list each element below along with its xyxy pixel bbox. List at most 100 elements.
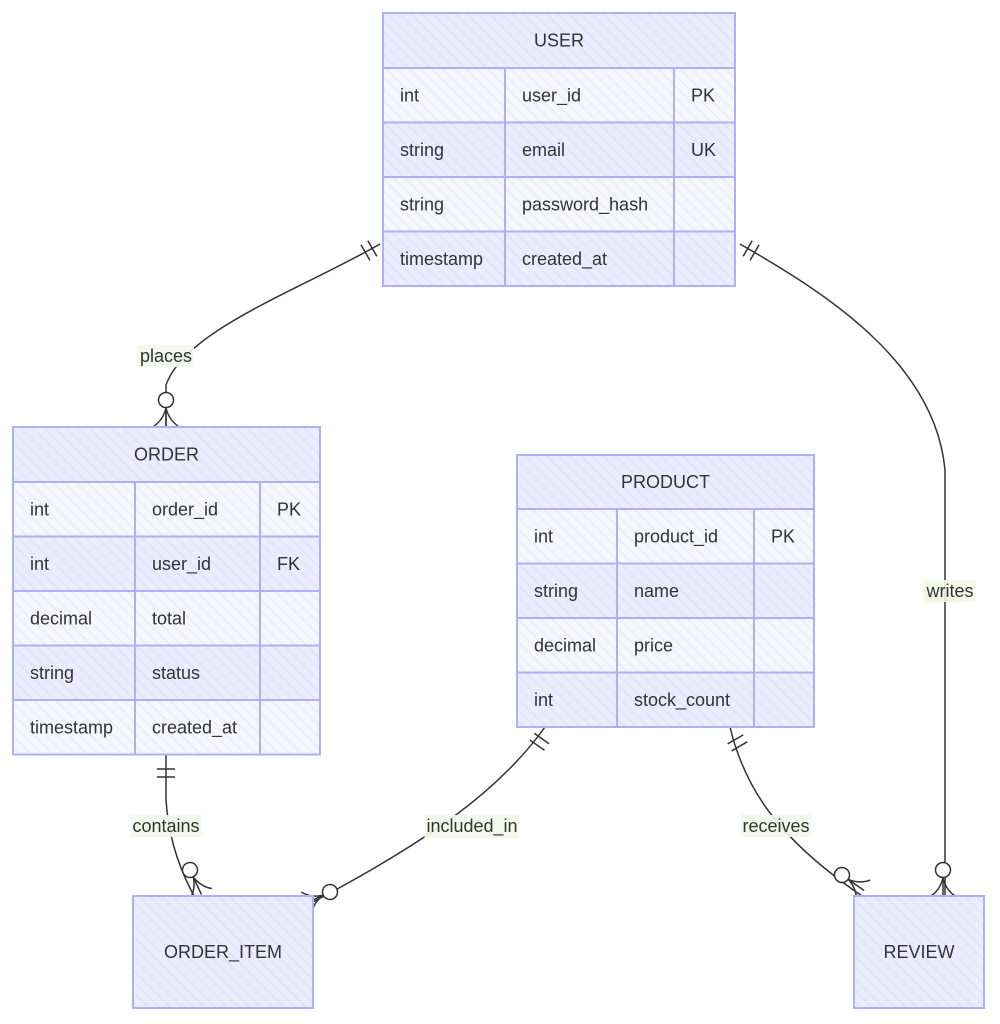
attribute-row: int stock_count (516, 671, 815, 728)
entity-user[interactable]: USER int user_id PK string email UK string passw… (382, 12, 736, 287)
relationship-label-bg (137, 345, 195, 367)
attribute-key: UK (691, 140, 716, 160)
attribute-name: total (152, 608, 186, 628)
attribute-row-bg (12, 535, 321, 592)
relationship-label-bg (740, 815, 812, 837)
relationship-label-bg (424, 815, 520, 838)
attribute-row: decimal total (12, 590, 321, 647)
attribute-row: int user_id FK (12, 535, 321, 592)
entity-review[interactable]: REVIEW (853, 895, 985, 1009)
relationship-label-text: writes (925, 581, 973, 601)
attribute-row-bg (382, 121, 736, 178)
cardinality-zero-or-many (153, 391, 179, 427)
attribute-type: decimal (30, 608, 92, 628)
attribute-row-bg (516, 508, 815, 565)
cardinality-exactly-one (529, 732, 550, 751)
relationship-label: included_in (424, 815, 520, 838)
attribute-type: string (30, 663, 74, 683)
entity-header (516, 454, 815, 510)
entity-header (12, 426, 321, 483)
attribute-key: PK (691, 85, 715, 105)
attribute-row-bg (382, 176, 736, 233)
attribute-row: string name (516, 562, 815, 619)
attribute-type: string (400, 140, 444, 160)
relationship-label-bg (130, 815, 202, 837)
attribute-type: decimal (534, 635, 596, 655)
entity-title: REVIEW (883, 942, 954, 962)
attribute-type: string (400, 194, 444, 214)
attribute-row-bg (382, 230, 736, 287)
relationship-label: receives (740, 815, 812, 837)
entity-title: PRODUCT (621, 472, 710, 492)
attribute-type: int (400, 85, 419, 105)
relationship-label-text: receives (742, 816, 809, 836)
attribute-name: created_at (152, 717, 237, 738)
attribute-name: user_id (152, 554, 211, 575)
attribute-type: timestamp (400, 249, 483, 269)
attribute-type: int (30, 499, 49, 519)
attribute-key: PK (771, 526, 795, 546)
attribute-row: timestamp created_at (382, 230, 736, 287)
relationship-label-bg (923, 580, 976, 602)
attribute-key: FK (277, 554, 300, 574)
entity-title: ORDER (134, 445, 199, 465)
attribute-name: stock_count (634, 690, 730, 711)
relationship-line (739, 243, 946, 896)
attribute-row: timestamp created_at (12, 699, 321, 756)
cardinality-exactly-one (727, 734, 748, 752)
entity-box (132, 895, 314, 1009)
entity-title: USER (534, 31, 584, 51)
cardinality-exactly-one (742, 240, 760, 261)
attribute-name: user_id (522, 85, 581, 106)
relationship-product-item[interactable] (300, 726, 550, 914)
attribute-type: int (30, 554, 49, 574)
cardinality-exactly-one (360, 240, 378, 261)
relationship-user-review[interactable] (739, 240, 956, 897)
attribute-row-bg (516, 617, 815, 674)
attribute-name: password_hash (522, 194, 648, 215)
relationship-line (165, 243, 381, 427)
attribute-row-bg (12, 590, 321, 647)
attribute-row: decimal price (516, 617, 815, 674)
attribute-name: created_at (522, 249, 607, 270)
attribute-row-bg (12, 644, 321, 701)
relationship-line (165, 752, 195, 897)
attribute-row-bg (382, 67, 736, 124)
cardinality-zero-or-many (181, 861, 212, 900)
attribute-type: int (534, 526, 553, 546)
attribute-name: email (522, 140, 565, 160)
attribute-row-bg (12, 481, 321, 538)
attribute-name: price (634, 635, 673, 655)
attribute-type: timestamp (30, 717, 113, 737)
relationship-label-text: places (140, 346, 192, 366)
relationship-line (729, 726, 863, 897)
attribute-row: int product_id PK (516, 508, 815, 565)
attribute-name: product_id (634, 526, 718, 547)
attribute-row: string password_hash (382, 176, 736, 233)
cardinality-zero-or-many (930, 861, 956, 897)
attribute-name: name (634, 581, 679, 601)
relationship-line (312, 726, 546, 903)
relationship-product-review[interactable] (727, 726, 871, 900)
attribute-row-bg (516, 671, 815, 728)
entity-order-item[interactable]: ORDER_ITEM (132, 895, 314, 1009)
attribute-name: status (152, 663, 200, 683)
cardinality-zero-or-many (300, 883, 339, 914)
attribute-type: string (534, 581, 578, 601)
relationship-label: contains (130, 815, 202, 837)
attribute-row: int user_id PK (382, 67, 736, 124)
relationship-label: writes (923, 580, 976, 602)
attribute-key: PK (277, 499, 301, 519)
entity-title: ORDER_ITEM (164, 942, 282, 963)
relationship-label-text: included_in (426, 816, 517, 837)
relationship-user-order[interactable] (153, 240, 381, 427)
relationship-label: places (137, 345, 195, 367)
attribute-type: int (534, 690, 553, 710)
entity-box (853, 895, 985, 1009)
relationship-label-text: contains (132, 816, 199, 836)
entity-product[interactable]: PRODUCT int product_id PK string name decimal p… (516, 454, 815, 728)
